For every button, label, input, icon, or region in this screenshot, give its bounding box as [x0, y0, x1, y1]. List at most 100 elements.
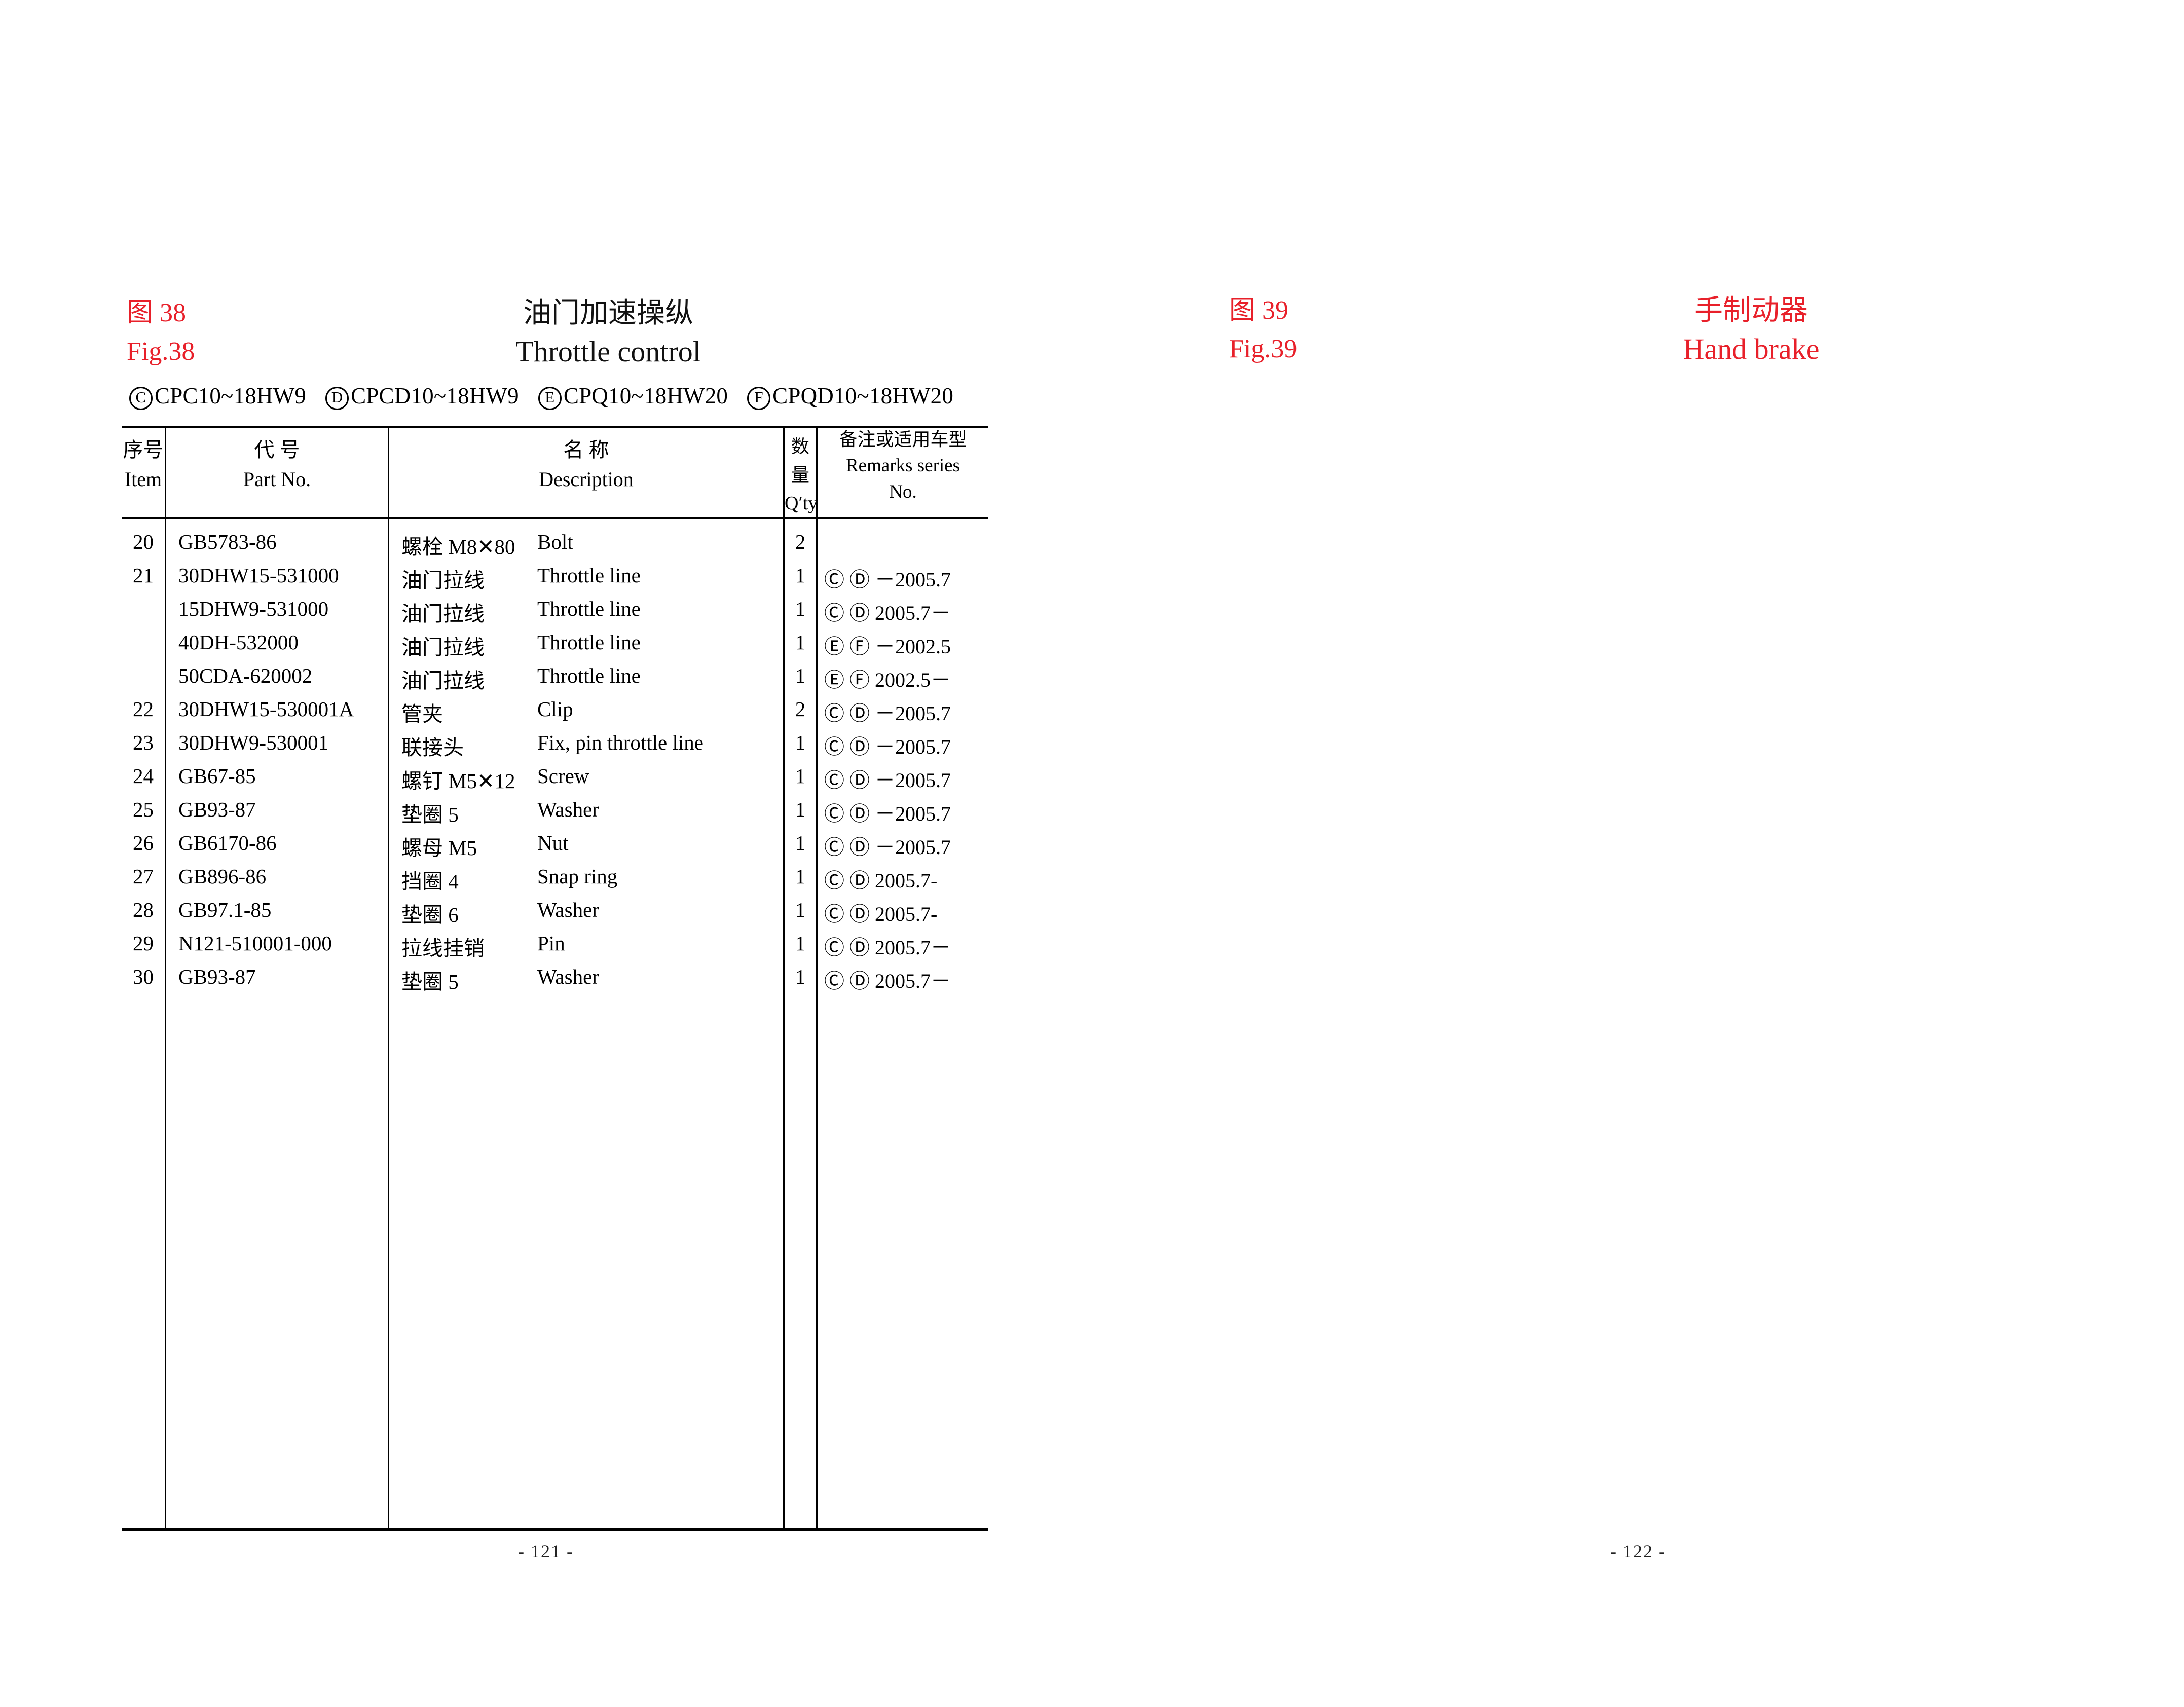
- table-cell-cn: 螺钉 M5✕12: [401, 769, 515, 793]
- table-cell-item: 30: [133, 965, 154, 988]
- table-cell-part: GB67-85: [178, 764, 256, 788]
- table-cell-qty: 2: [795, 697, 806, 721]
- header-description: 名 称 Description: [539, 438, 634, 491]
- table-cell-remarks: Ⓒ Ⓓ －2005.7: [824, 735, 951, 758]
- table-cell-part: 15DHW9-531000: [178, 597, 329, 620]
- table-cell-part: 30DHW15-531000: [178, 564, 339, 587]
- table-cell-item: 21: [133, 564, 154, 587]
- table-cell-qty: 1: [795, 898, 806, 921]
- table-cell-remarks: Ⓔ Ⓕ 2002.5－: [824, 669, 951, 691]
- table-header-row: 序号 Item 代 号 Part No. 名 称 Description 数量 …: [122, 428, 988, 514]
- table-cell-qty: 1: [795, 932, 806, 955]
- table-cell-qty: 1: [795, 798, 806, 821]
- table-cell-cn: 垫圈 6: [401, 903, 459, 926]
- table-cell-remarks: Ⓒ Ⓓ －2005.7: [824, 702, 951, 725]
- table-cell-remarks: Ⓒ Ⓓ 2005.7－: [824, 970, 951, 992]
- table-cell-cn: 管夹: [401, 702, 443, 726]
- table-cell-qty: 1: [795, 764, 806, 788]
- table-cell-en: Washer: [537, 965, 599, 988]
- table-cell-remarks: Ⓒ Ⓓ －2005.7: [824, 802, 951, 825]
- table-cell-part: GB93-87: [178, 798, 256, 821]
- left-title-en: Throttle control: [515, 335, 701, 368]
- table-cell-qty: 1: [795, 865, 806, 888]
- table-cell-cn: 螺栓 M8✕80: [401, 535, 515, 559]
- table-cell-en: Clip: [537, 697, 573, 721]
- table-cell-remarks: Ⓒ Ⓓ 2005.7-: [824, 903, 938, 925]
- table-cell-item: 28: [133, 898, 154, 921]
- table-cell-part: N121-510001-000: [178, 932, 332, 955]
- table-cell-part: 50CDA-620002: [178, 664, 313, 687]
- table-cell-part: GB97.1-85: [178, 898, 272, 921]
- table-cell-part: GB93-87: [178, 965, 256, 988]
- circled-letter-icon: F: [747, 387, 771, 410]
- header-remarks: 备注或适用车型 Remarks series No.: [839, 429, 967, 502]
- table-cell-cn: 油门拉线: [401, 669, 485, 692]
- table-col-divider: [783, 428, 785, 1528]
- table-cell-part: GB6170-86: [178, 831, 277, 855]
- table-cell-cn: 油门拉线: [401, 636, 485, 659]
- circled-letter-icon: E: [538, 387, 562, 410]
- table-cell-en: Snap ring: [537, 865, 618, 888]
- table-cell-item: 26: [133, 831, 154, 855]
- table-cell-en: Fix, pin throttle line: [537, 731, 704, 754]
- circled-letter-icon: C: [129, 387, 153, 410]
- right-figure-number: 图 39 Fig.39: [1229, 291, 1297, 368]
- table-cell-part: 40DH-532000: [178, 630, 299, 654]
- table-cell-remarks: Ⓔ Ⓕ －2002.5: [824, 635, 951, 658]
- header-qty: 数量 Q′ty: [785, 436, 818, 514]
- table-cell-item: 25: [133, 798, 154, 821]
- table-cell-qty: 1: [795, 965, 806, 988]
- table-cell-en: Throttle line: [537, 597, 641, 620]
- table-col-divider: [388, 428, 389, 1528]
- parts-table: 序号 Item 代 号 Part No. 名 称 Description 数量 …: [122, 426, 988, 1531]
- left-figure-number-en: Fig.38: [127, 337, 195, 366]
- left-title-cn: 油门加速操纵: [523, 298, 693, 329]
- table-cell-qty: 1: [795, 564, 806, 587]
- table-cell-item: 23: [133, 731, 154, 754]
- table-header-rule: [122, 517, 988, 519]
- left-figure-number-cn: 图 38: [127, 299, 187, 327]
- right-title-cn: 手制动器: [1694, 295, 1808, 326]
- table-cell-en: Bolt: [537, 530, 573, 553]
- table-cell-en: Pin: [537, 932, 565, 955]
- table-cell-en: Washer: [537, 898, 599, 921]
- right-figure-number-en: Fig.39: [1229, 335, 1298, 363]
- table-cell-qty: 1: [795, 630, 806, 654]
- table-cell-remarks: Ⓒ Ⓓ 2005.7－: [824, 936, 951, 959]
- table-cell-remarks: Ⓒ Ⓓ 2005.7－: [824, 602, 951, 624]
- table-cell-item: 29: [133, 932, 154, 955]
- left-page-number: - 121 -: [518, 1541, 574, 1562]
- table-cell-en: Washer: [537, 798, 599, 821]
- table-cell-cn: 油门拉线: [401, 602, 485, 625]
- table-cell-qty: 2: [795, 530, 806, 553]
- right-page-number: - 122 -: [1610, 1541, 1666, 1562]
- table-cell-cn: 垫圈 5: [401, 803, 459, 826]
- table-cell-part: GB896-86: [178, 865, 267, 888]
- table-cell-cn: 拉线挂销: [401, 937, 485, 960]
- table-cell-en: Throttle line: [537, 564, 641, 587]
- table-cell-qty: 1: [795, 664, 806, 687]
- table-cell-item: 20: [133, 530, 154, 553]
- table-cell-cn: 垫圈 5: [401, 970, 459, 993]
- right-figure-title: 手制动器 Hand brake: [1599, 291, 1903, 368]
- table-cell-cn: 联接头: [401, 736, 464, 759]
- table-cell-cn: 螺母 M5: [401, 836, 477, 860]
- table-cell-cn: 挡圈 4: [401, 870, 459, 893]
- circled-letter-icon: D: [325, 387, 349, 410]
- table-cell-remarks: Ⓒ Ⓓ －2005.7: [824, 769, 951, 792]
- table-cell-en: Screw: [537, 764, 589, 788]
- table-cell-item: 27: [133, 865, 154, 888]
- right-page: 图 39 Fig.39 手制动器 Hand brake: [1092, 0, 2184, 1707]
- table-col-divider: [165, 428, 166, 1528]
- table-cell-remarks: Ⓒ Ⓓ －2005.7: [824, 568, 951, 591]
- table-cell-remarks: Ⓒ Ⓓ 2005.7-: [824, 869, 938, 892]
- table-cell-part: 30DHW9-530001: [178, 731, 329, 754]
- header-item: 序号 Item: [123, 438, 164, 491]
- right-figure-number-cn: 图 39: [1229, 296, 1289, 325]
- table-cell-part: 30DHW15-530001A: [178, 697, 354, 721]
- left-figure-number: 图 38 Fig.38: [127, 294, 195, 371]
